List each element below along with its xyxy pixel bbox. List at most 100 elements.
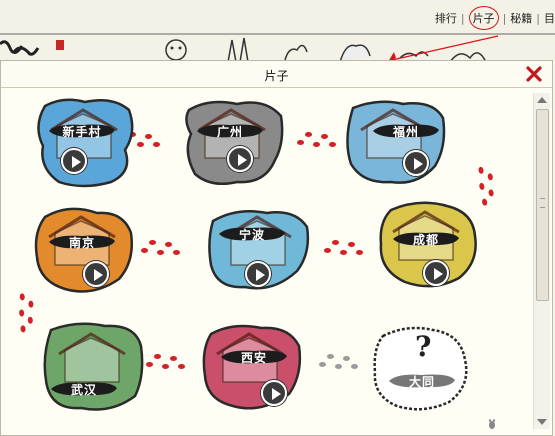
footprint-icon [146, 362, 153, 367]
footprint-icon [488, 419, 496, 429]
scroll-up-arrow-icon[interactable] [537, 97, 547, 103]
footprint-icon [149, 240, 156, 245]
modal-header: 片子 [1, 61, 552, 88]
footprint-icon [478, 182, 485, 191]
play-button[interactable] [83, 261, 109, 287]
city-label: 福州 [371, 122, 441, 140]
footprint-icon [145, 134, 152, 139]
city-name: 新手村 [62, 124, 102, 139]
banner-doodles-icon [0, 33, 555, 62]
play-button[interactable] [227, 146, 253, 172]
close-x-icon [526, 66, 542, 82]
scroll-down-arrow-icon[interactable] [537, 419, 547, 425]
city-name: 广州 [216, 124, 243, 139]
footprint-trail [297, 128, 336, 150]
footprint-icon [340, 250, 347, 255]
play-button[interactable] [423, 260, 449, 286]
city-name: 西安 [240, 350, 267, 365]
brush-stroke-icon [219, 227, 285, 241]
footprint-trail [14, 292, 39, 333]
city-node[interactable]: 宁波 [207, 203, 312, 295]
play-button[interactable] [261, 380, 287, 406]
modal-title: 片子 [264, 69, 289, 83]
city-illustration [185, 100, 284, 185]
footprint-icon [351, 364, 358, 369]
brush-stroke-icon [51, 382, 117, 396]
nav-item-tips[interactable]: 秘籍 [510, 12, 533, 25]
nav-separator: | [460, 11, 465, 25]
footprint-icon [343, 356, 350, 361]
nav-item-ranking[interactable]: 排行 [434, 12, 457, 25]
footprint-icon [319, 362, 326, 367]
play-button[interactable] [403, 150, 429, 176]
city-node[interactable]: 武汉 [41, 320, 146, 412]
brush-stroke-icon [49, 124, 115, 138]
city-node[interactable]: 福州 [343, 96, 448, 188]
city-label: 西安 [219, 348, 289, 366]
footprint-trail [146, 350, 185, 372]
city-illustration [346, 100, 446, 184]
footprint-icon [335, 364, 342, 369]
city-name: 大同 [408, 374, 435, 389]
footprint-icon [173, 250, 180, 255]
footprint-trail [324, 236, 363, 258]
footprint-icon [329, 142, 336, 147]
close-button[interactable] [525, 65, 543, 83]
city-name: 宁波 [238, 227, 265, 242]
city-name: 武汉 [70, 382, 97, 397]
city-node[interactable]: 成都 [375, 198, 480, 290]
city-node[interactable]: 南京 [31, 203, 136, 295]
city-name: 南京 [68, 235, 95, 250]
footprint-icon [170, 356, 177, 361]
footprint-icon [477, 166, 485, 175]
banner-illustration [0, 32, 555, 62]
city-label: 南京 [47, 233, 117, 251]
vertical-scrollbar[interactable] [533, 93, 550, 429]
footprint-icon [28, 300, 34, 308]
footprint-icon [141, 248, 148, 253]
city-node[interactable]: 新手村 [33, 96, 138, 188]
footprint-icon [27, 316, 34, 324]
question-mark-icon: ? [415, 330, 432, 363]
nav-item-more[interactable]: 目 [544, 12, 555, 25]
city-label: 新手村 [47, 122, 117, 140]
city-illustration [373, 326, 468, 411]
city-label: 大同 [387, 372, 457, 390]
city-node[interactable]: 广州 [181, 96, 286, 188]
footprint-icon [297, 140, 304, 145]
footprint-icon [154, 354, 161, 359]
footprint-icon [321, 134, 328, 139]
footprint-icon [487, 172, 494, 181]
footprint-icon [178, 364, 185, 369]
top-nav: 排行 | 片子 | 秘籍 | 目 [434, 6, 555, 30]
city-label: 宁波 [217, 225, 287, 243]
nav-separator: | [536, 11, 540, 25]
footprint-icon [153, 142, 160, 147]
brush-stroke-icon [49, 235, 115, 249]
city-illustration [43, 322, 144, 411]
brush-stroke-icon [221, 350, 287, 364]
footprint-icon [20, 325, 26, 333]
brush-stroke-icon [197, 124, 263, 138]
brush-stroke-icon [373, 124, 439, 138]
city-label: 成都 [391, 230, 461, 248]
footprint-icon [481, 198, 488, 207]
scroll-thumb[interactable] [536, 109, 549, 301]
city-illustration [37, 98, 134, 188]
play-button[interactable] [61, 148, 87, 174]
city-map: 新手村 广州 福州 南京 [1, 88, 521, 435]
city-label: 广州 [195, 122, 265, 140]
footprint-icon [324, 248, 331, 253]
footprint-icon [305, 132, 312, 137]
footprint-icon [157, 250, 164, 255]
footprint-trail-locked [319, 350, 358, 372]
city-node[interactable]: 西安 [199, 320, 304, 412]
play-button[interactable] [245, 261, 271, 287]
nav-item-videos[interactable]: 片子 [468, 6, 499, 30]
footprint-icon [18, 309, 25, 317]
nav-separator: | [502, 11, 507, 25]
city-label: 武汉 [49, 380, 119, 398]
city-illustration [202, 324, 302, 410]
footprint-icon [19, 293, 26, 301]
footprint-icon [327, 354, 334, 359]
